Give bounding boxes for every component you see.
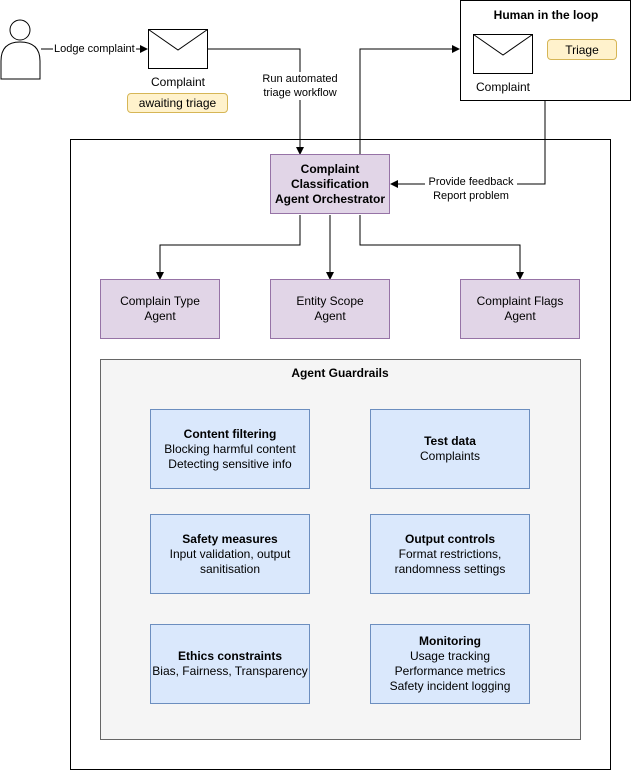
edge-label-line: triage workflow bbox=[263, 87, 337, 99]
edge-to-human-loop bbox=[359, 45, 460, 154]
complain-type-agent[interactable]: Complain Type Agent bbox=[100, 279, 220, 339]
guardrail-title: Test data bbox=[424, 434, 476, 448]
agent-label: Complain Type bbox=[120, 294, 200, 308]
human-loop-title: Human in the loop bbox=[493, 8, 599, 22]
human-loop-envelope-label: Complaint bbox=[475, 80, 531, 94]
guardrail-test-data[interactable]: Test data Complaints bbox=[370, 409, 530, 489]
edge-to-type-agent bbox=[156, 215, 301, 280]
complaint-flags-agent[interactable]: Complaint Flags Agent bbox=[460, 279, 580, 339]
guardrail-content-filtering[interactable]: Content filtering Blocking harmful conte… bbox=[150, 409, 310, 489]
agent-label: Entity Scope bbox=[296, 294, 364, 308]
guardrails-title: Agent Guardrails bbox=[291, 366, 389, 380]
agent-label: Agent bbox=[144, 309, 176, 323]
guardrail-line: Bias, Fairness, Transparency bbox=[152, 664, 308, 678]
guardrail-output-controls[interactable]: Output controls Format restrictions, ran… bbox=[370, 514, 530, 594]
guardrail-line: Performance metrics bbox=[394, 664, 506, 678]
complaint-status-badge: awaiting triage bbox=[127, 93, 228, 113]
edge-label-feedback: Provide feedback Report problem bbox=[425, 175, 517, 203]
guardrail-line: Detecting sensitive info bbox=[168, 456, 292, 471]
guardrail-line: Complaints bbox=[419, 449, 481, 463]
orchestrator-line: Classification bbox=[290, 176, 370, 191]
human-loop-envelope-icon bbox=[473, 34, 533, 74]
envelope-icon bbox=[148, 29, 208, 69]
guardrail-line: Input validation, output bbox=[169, 546, 291, 561]
complaint-label: Complaint bbox=[150, 75, 206, 89]
edge-label-line: Provide feedback bbox=[428, 176, 514, 188]
orchestrator-line: Complaint bbox=[300, 161, 360, 176]
agent-orchestrator[interactable]: Complaint Classification Agent Orchestra… bbox=[270, 154, 390, 214]
guardrail-ethics-constraints[interactable]: Ethics constraints Bias, Fairness, Trans… bbox=[150, 624, 310, 704]
guardrail-title: Monitoring bbox=[419, 634, 481, 648]
edge-label-line: Run automated bbox=[262, 73, 338, 85]
agent-label: Agent bbox=[504, 309, 536, 323]
guardrail-line: Usage tracking bbox=[409, 649, 491, 663]
agent-label: Agent bbox=[314, 309, 346, 323]
guardrail-line: Format restrictions, bbox=[398, 546, 502, 561]
guardrail-monitoring[interactable]: Monitoring Usage tracking Performance me… bbox=[370, 624, 530, 704]
guardrail-title: Safety measures bbox=[182, 531, 278, 546]
guardrail-title: Ethics constraints bbox=[177, 649, 283, 663]
edge-label-triage-workflow: Run automated triage workflow bbox=[250, 72, 350, 100]
user-icon bbox=[0, 19, 41, 80]
edge-label-line: Report problem bbox=[433, 190, 509, 202]
guardrail-line: Blocking harmful content bbox=[164, 441, 296, 456]
guardrail-safety-measures[interactable]: Safety measures Input validation, output… bbox=[150, 514, 310, 594]
edge-to-flags-agent bbox=[359, 215, 524, 280]
edge-label-lodge-complaint: Lodge complaint bbox=[53, 42, 136, 56]
guardrail-title: Output controls bbox=[405, 531, 495, 546]
entity-scope-agent[interactable]: Entity Scope Agent bbox=[270, 279, 390, 339]
edge-feedback bbox=[390, 101, 546, 188]
agent-label: Complaint Flags bbox=[476, 294, 564, 308]
orchestrator-line: Agent Orchestrator bbox=[274, 191, 386, 206]
guardrail-line: randomness settings bbox=[394, 561, 506, 576]
guardrail-line: Safety incident logging bbox=[389, 679, 511, 693]
guardrail-line: sanitisation bbox=[199, 561, 261, 576]
guardrail-title: Content filtering bbox=[183, 426, 277, 441]
triage-badge[interactable]: Triage bbox=[547, 39, 617, 60]
